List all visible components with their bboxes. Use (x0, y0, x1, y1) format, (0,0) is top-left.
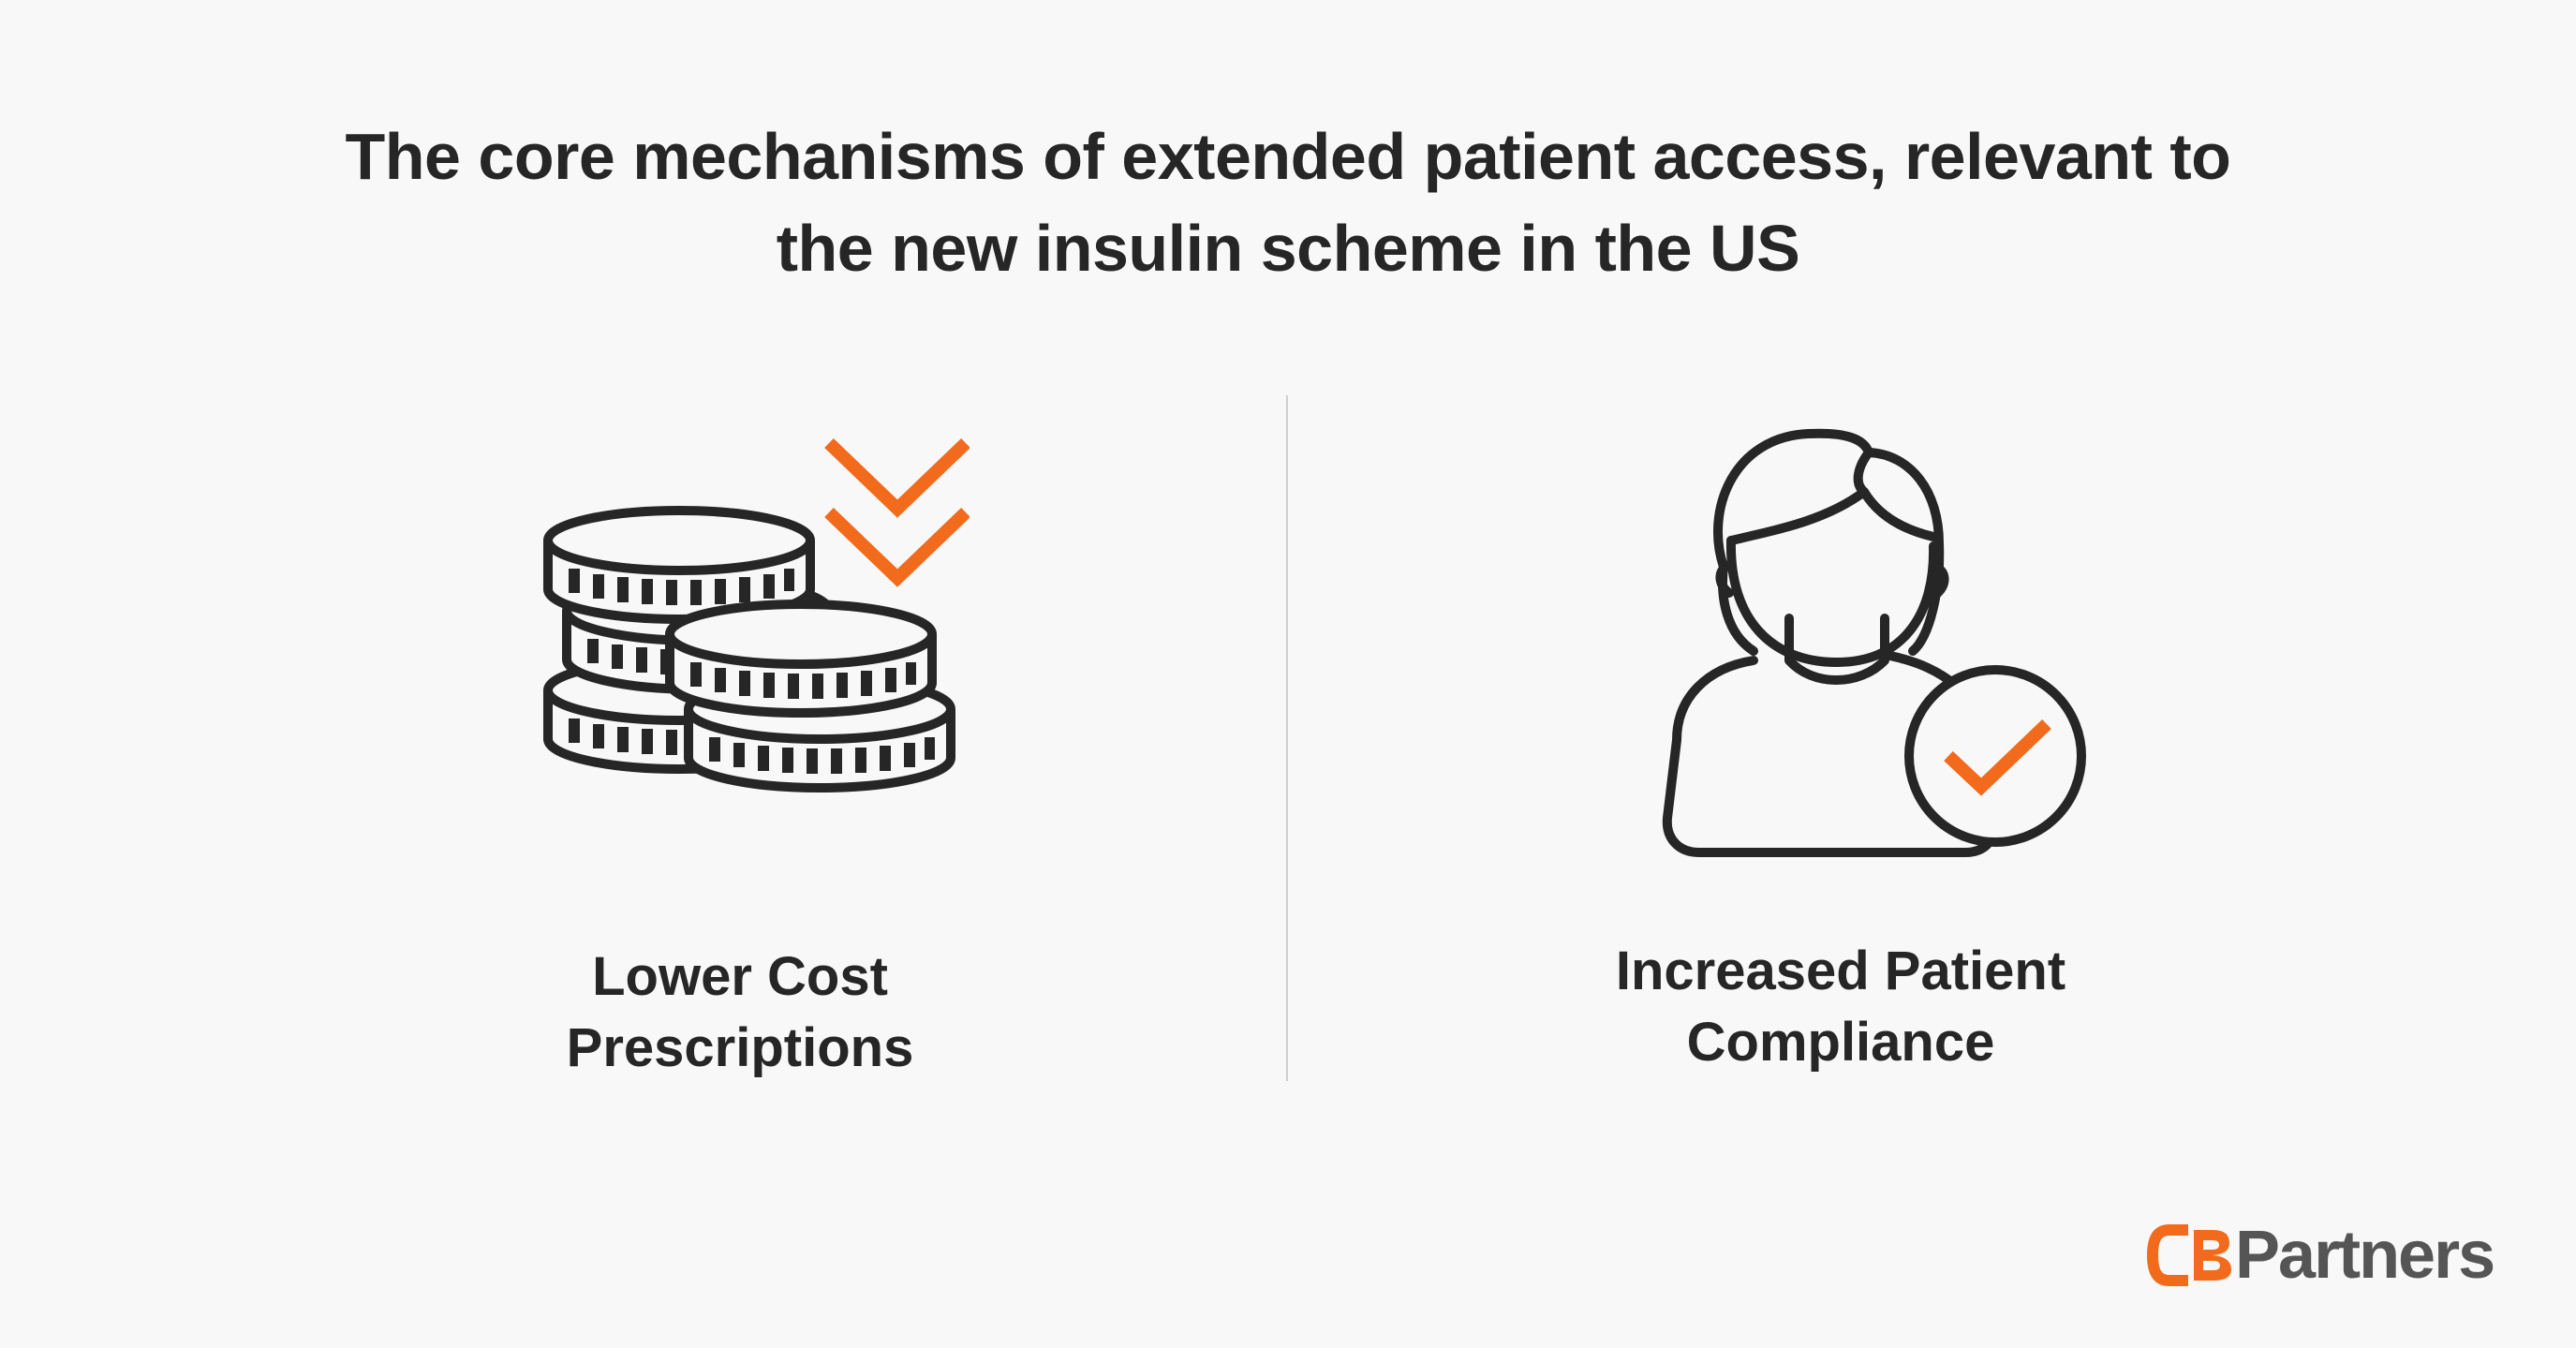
column-divider (1286, 395, 1288, 1081)
label-line-1: Increased Patient (1615, 941, 2066, 1001)
logo-wordmark: Partners (2235, 1218, 2495, 1293)
label-line-1: Lower Cost (592, 946, 888, 1007)
label-line-2: Prescriptions (566, 1017, 914, 1078)
coins-stack-icon (539, 436, 970, 867)
patient-person-icon (1639, 426, 2098, 876)
page-title: The core mechanisms of extended patient … (0, 111, 2576, 294)
title-line-1: The core mechanisms of extended patient … (345, 120, 2231, 193)
title-line-2: the new insulin scheme in the US (776, 212, 1800, 285)
cb-partners-logo: Partners (2147, 1218, 2495, 1293)
mechanism-label-lower-cost: Lower Cost Prescriptions (365, 941, 1115, 1084)
mechanism-label-patient-compliance: Increased Patient Compliance (1466, 936, 2215, 1078)
cb-logo-mark-icon (2147, 1224, 2231, 1286)
label-line-2: Compliance (1686, 1012, 1995, 1073)
